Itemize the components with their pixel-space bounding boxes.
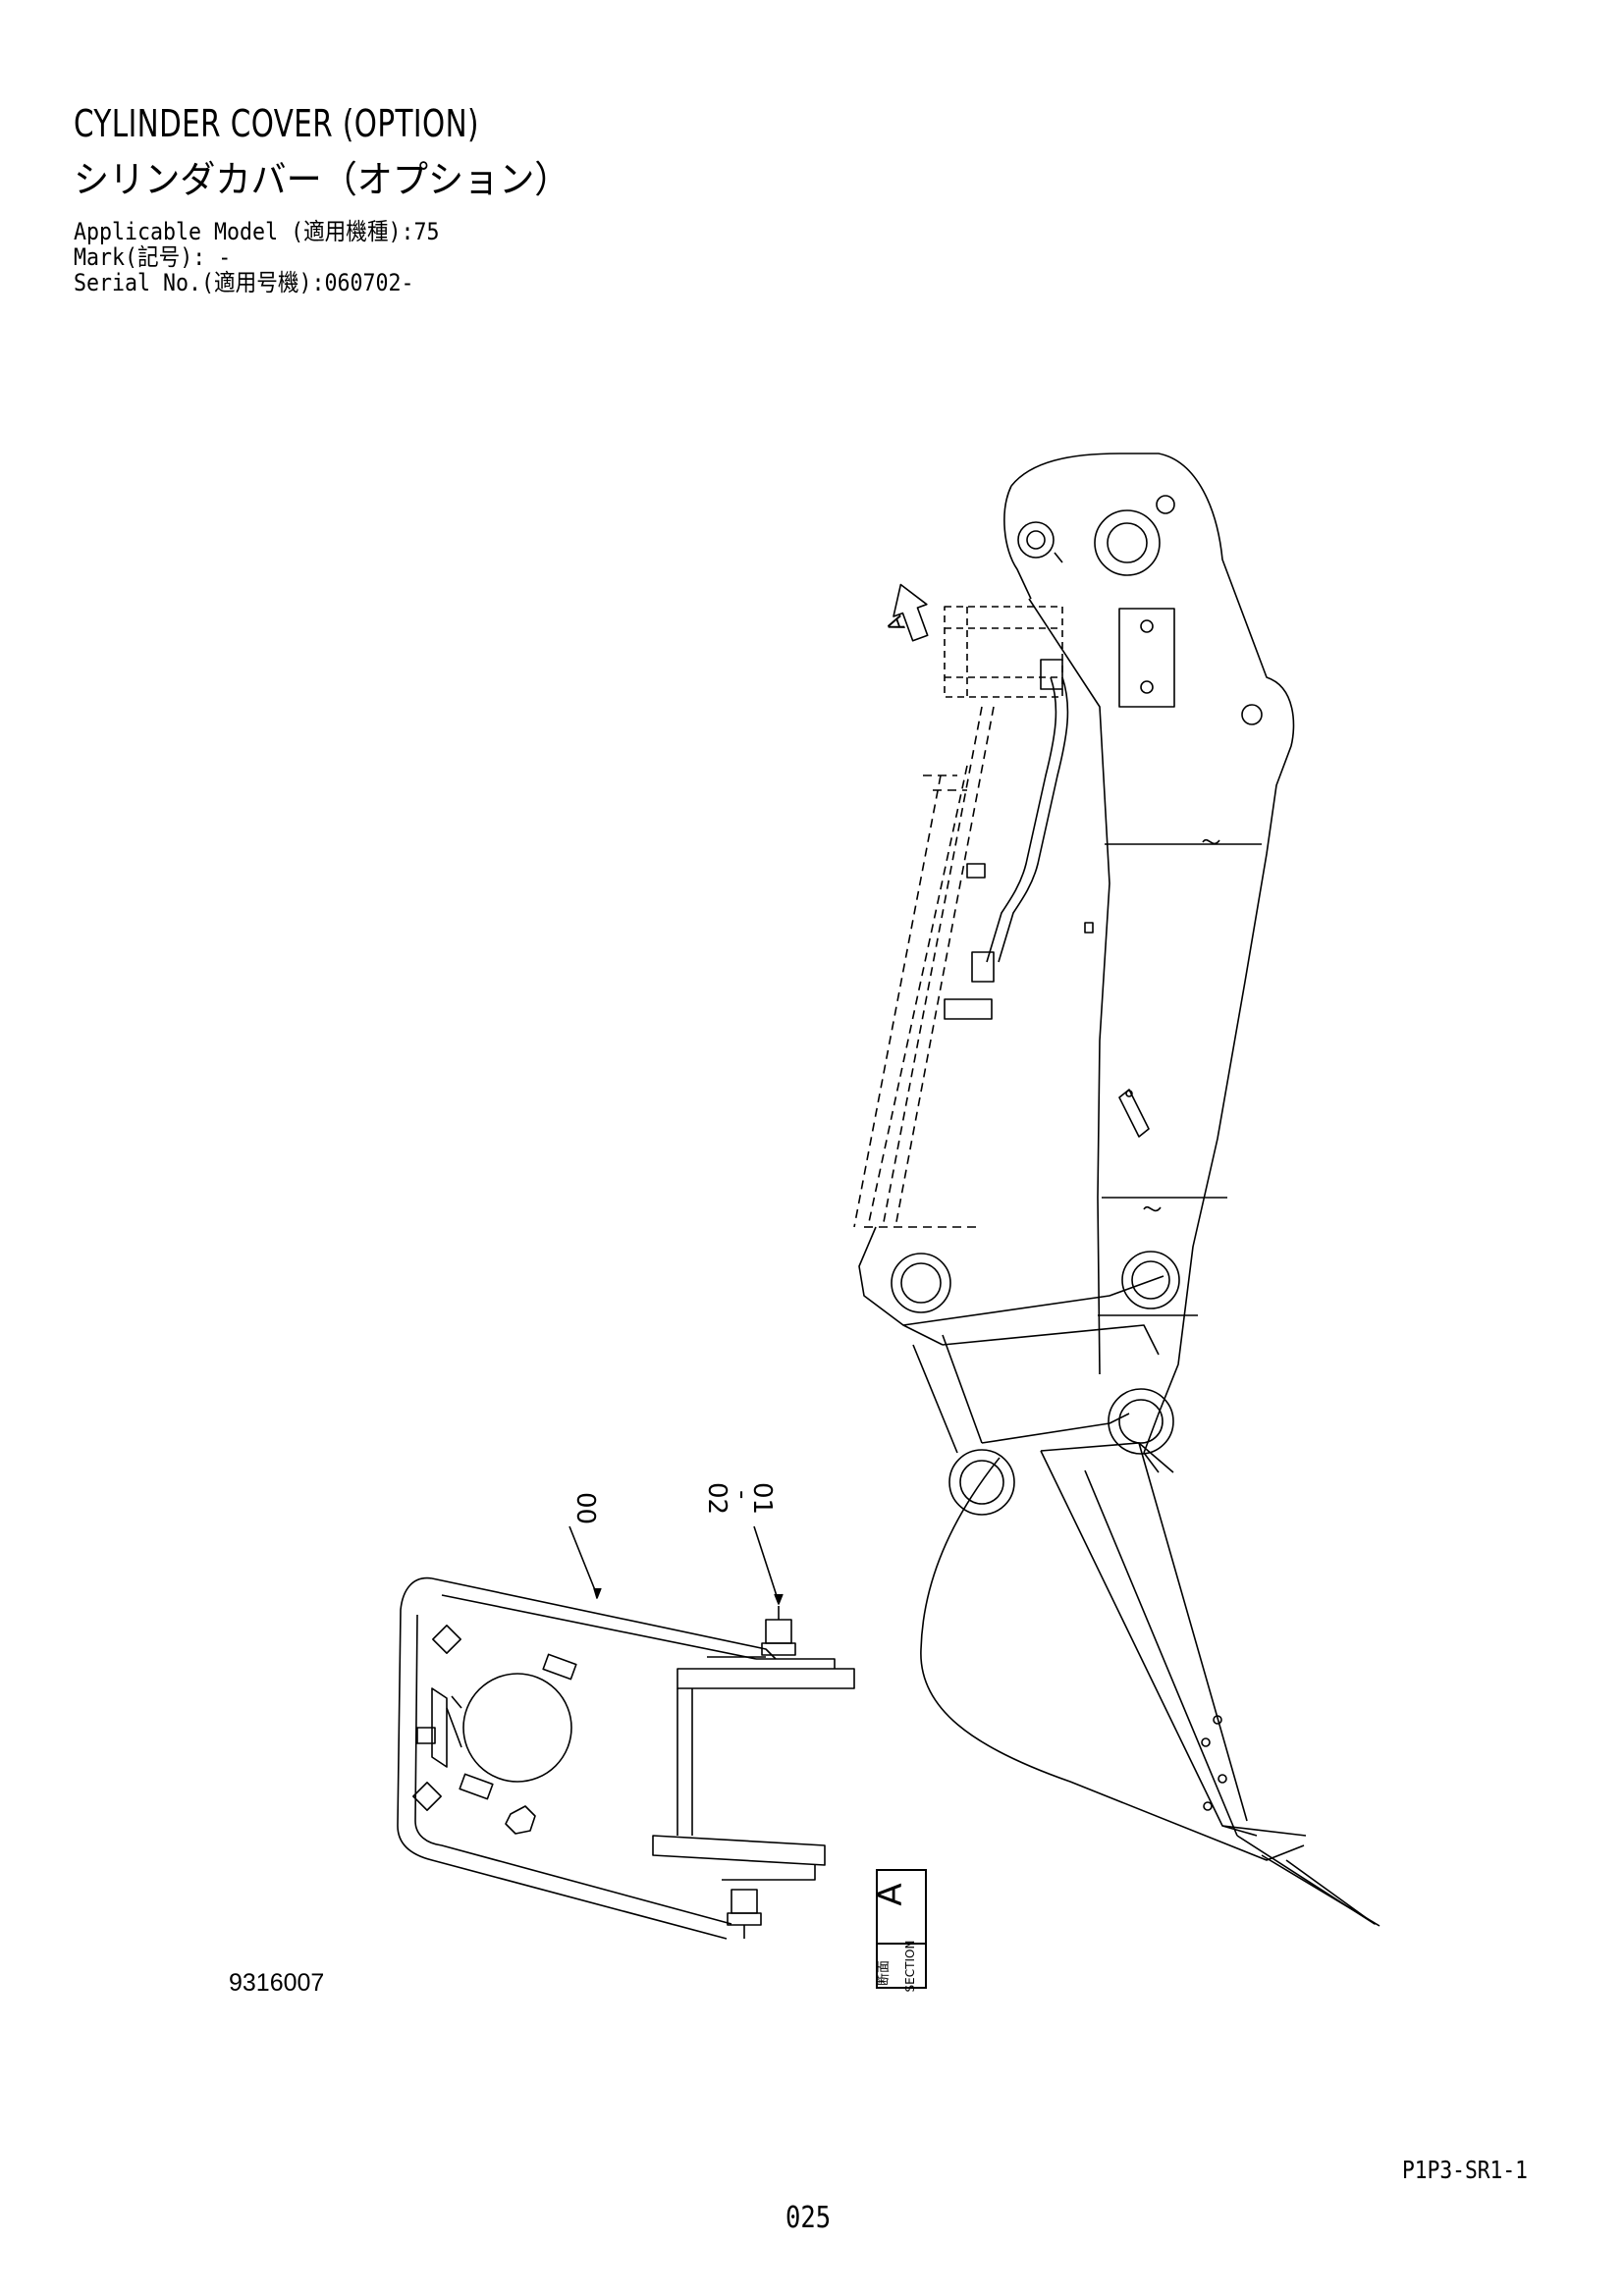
section-letter: A	[871, 1883, 910, 1905]
view-label: A	[883, 613, 911, 635]
bracket-block	[944, 606, 1063, 698]
title-english: CYLINDER COVER (OPTION)	[74, 102, 479, 145]
sheet-code: P1P3-SR1-1	[1402, 2156, 1528, 2184]
arm-outline	[1003, 453, 1295, 1454]
applicable-model: Applicable Model (適用機種):75	[74, 218, 440, 245]
ripper-shank	[920, 1442, 1380, 1927]
small-parts	[1084, 838, 1220, 1212]
hose-lines	[944, 659, 1069, 1020]
section-jp: 断面	[877, 1960, 892, 1986]
callout-dash: -	[728, 1490, 757, 1499]
view-arrow	[893, 583, 929, 642]
callout-01: 01	[747, 1482, 777, 1515]
upper-pivot	[1017, 495, 1263, 725]
callout-00: 00	[570, 1492, 600, 1524]
hydraulic-cylinder	[853, 706, 995, 1228]
clamp-plate	[1118, 608, 1175, 708]
leader-lines	[568, 1525, 784, 1605]
title-japanese: シリンダカバー（オプション）	[74, 158, 570, 201]
drawing-number: 9316007	[229, 1969, 325, 1997]
serial-number: Serial No.(適用号機):060702-	[74, 269, 414, 296]
mark-line: Mark(記号): -	[74, 243, 232, 271]
section-en: SECTION	[903, 1941, 917, 1993]
page-number: 025	[785, 2201, 832, 2235]
section-label-box: A 断面 SECTION	[871, 1869, 927, 1993]
section-detail	[397, 1576, 855, 1940]
linkage	[858, 1226, 1180, 1516]
callout-02: 02	[702, 1482, 731, 1515]
